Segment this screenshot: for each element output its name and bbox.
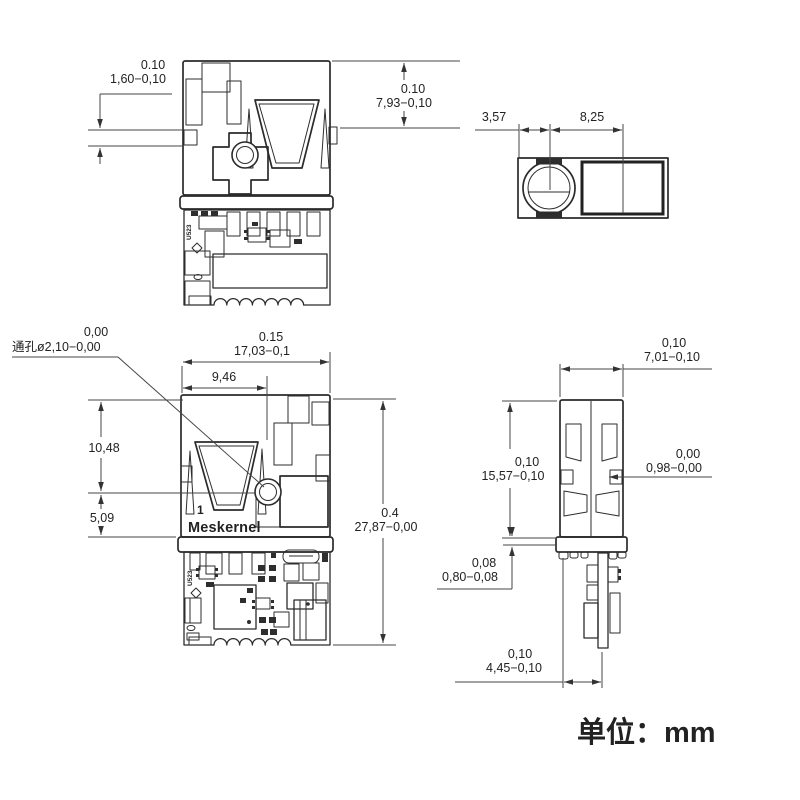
dim-tab-height-tolerance: 0.10	[141, 58, 165, 72]
silkscreen-ref: U523	[187, 570, 194, 586]
dim-side-height-tolerance: 0,10	[515, 455, 539, 469]
dim-lower-section-value: 5,09	[90, 511, 114, 525]
dim-pcb-offset-value: 4,45−0,10	[486, 661, 542, 675]
dim-upper-section-value: 10,48	[88, 441, 119, 455]
dim-side-height-value: 15,57−0,10	[482, 469, 545, 483]
through-hole	[254, 478, 282, 506]
pcb-outline	[183, 551, 331, 646]
connector	[293, 599, 327, 641]
dim-pcb-offset-tolerance: 0,10	[508, 647, 532, 661]
front-view-drawing	[517, 157, 669, 219]
dim-overall-height-value: 27,87−0,00	[355, 520, 418, 534]
unit-note: 单位：mm	[577, 715, 716, 749]
pcb-outline	[183, 209, 331, 306]
bottom-view-drawing: 1 Meskernel U523	[177, 394, 334, 646]
dim-body-width-value: 17,03−0,1	[234, 344, 290, 358]
lens-circle	[522, 161, 576, 215]
dim-standoff-tolerance: 0,08	[472, 556, 496, 570]
screw-boss	[231, 141, 259, 169]
dim-top-depth-tolerance: 0.10	[401, 82, 425, 96]
pcb-edge	[597, 552, 609, 649]
dimension-lines: 0.10 1,60−0,10 0.10 7,93−0,10 3,57 8,25 …	[12, 58, 712, 688]
side-view-drawing	[555, 399, 628, 649]
dim-window-span-value: 8,25	[580, 110, 604, 124]
callout-label: 通孔ø2,10−0,00	[12, 340, 101, 354]
shield-area	[212, 253, 328, 289]
side-tab	[183, 129, 198, 146]
dim-overall-height-tolerance: 0.4	[381, 506, 398, 520]
dim-body-width-tolerance: 0.15	[259, 330, 283, 344]
dim-pad-tab-value: 0,98−0,00	[646, 461, 702, 475]
dim-top-depth-value: 7,93−0,10	[376, 96, 432, 110]
lens-funnel-outline	[254, 99, 320, 169]
dim-tab-height-value: 1,60−0,10	[110, 72, 166, 86]
callout-tolerance: 0,00	[84, 325, 108, 339]
dim-pad-tab-tolerance: 0,00	[676, 447, 700, 461]
dim-standoff-value: 0,80−0,08	[442, 570, 498, 584]
dim-lens-offset-value: 3,57	[482, 110, 506, 124]
lens-funnel-outline	[194, 441, 259, 511]
silkscreen-ref: U523	[186, 224, 193, 240]
brand-logo: Meskernel	[188, 520, 261, 536]
dim-hole-offset-value: 9,46	[212, 370, 236, 384]
dim-side-width-value: 7,01−0,10	[644, 350, 700, 364]
dim-side-width-tolerance: 0,10	[662, 336, 686, 350]
top-view-drawing: U523	[179, 60, 338, 306]
index-label: 1	[197, 503, 204, 517]
